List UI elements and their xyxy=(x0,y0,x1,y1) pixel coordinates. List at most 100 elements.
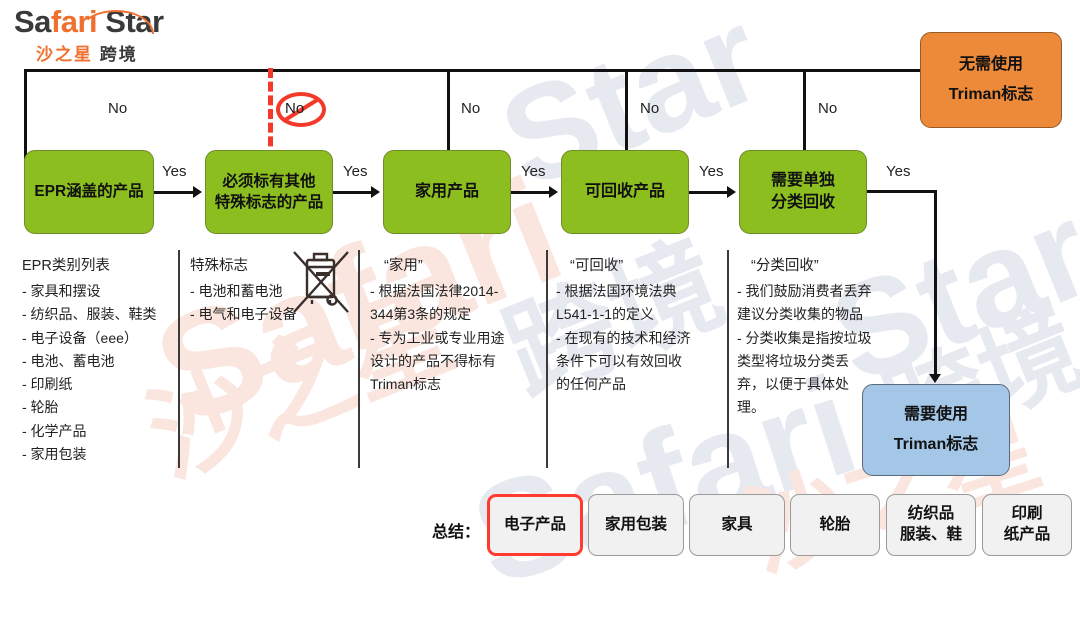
column-line: 设计的产品不得标有 xyxy=(370,352,496,369)
summary-chip-2[interactable]: 家具 xyxy=(689,494,785,556)
logo-text-sa: Sa xyxy=(14,4,51,39)
summary-chip-line1: 轮胎 xyxy=(819,515,851,533)
decision-node-separate-line2: 分类回收 xyxy=(770,194,835,211)
column-divider-3 xyxy=(546,250,548,468)
yes-path-arrowhead-icon xyxy=(929,374,941,383)
summary-chip-4[interactable]: 纺织品服装、鞋 xyxy=(886,494,976,556)
summary-chip-line1: 家用包装 xyxy=(604,515,667,533)
decision-node-epr-line1: EPR涵盖的产品 xyxy=(34,183,144,201)
logo-subtitle: 沙之星 跨境 xyxy=(14,40,164,65)
column-line: - 轮胎 xyxy=(22,399,59,416)
column-line: 的任何产品 xyxy=(556,376,626,393)
summary-chip-line2: 服装、鞋 xyxy=(899,526,962,543)
label-yes-1: Yes xyxy=(162,163,187,180)
label-yes-5: Yes xyxy=(886,163,911,180)
summary-label: 总结： xyxy=(432,524,481,541)
decision-node-recyclable-line1: 可回收产品 xyxy=(584,182,665,200)
outcome-yes-line1: 需要使用 xyxy=(903,405,968,423)
summary-chip-line2: 纸产品 xyxy=(1003,526,1051,543)
no-bus-horizontal-line xyxy=(24,69,936,72)
column-items-sorted-def: - 我们鼓励消费者丢弃建议分类收集的物品- 分类收集是指按垃圾类型将垃圾分类丢弃… xyxy=(737,281,909,419)
text-column-household-def: “家用” - 根据法国法律2014-344第3条的规定- 专为工业或专业用途设计… xyxy=(370,254,538,397)
column-divider-2 xyxy=(358,250,360,468)
label-yes-4: Yes xyxy=(699,163,724,180)
column-divider-1 xyxy=(178,250,180,468)
summary-chip-line1: 电子产品 xyxy=(503,515,566,533)
decision-node-special-line2: 特殊标志的产品 xyxy=(214,194,324,211)
summary-chip-1[interactable]: 家用包装 xyxy=(588,494,684,556)
column-line: 条件下可以有效回收 xyxy=(556,352,682,369)
text-column-special-mark: 特殊标志 - 电池和蓄电池 - 电气和电子设备 xyxy=(190,254,340,328)
column-items-special-mark: - 电池和蓄电池 - 电气和电子设备 xyxy=(190,281,340,326)
decision-node-special-line1: 必须标有其他 xyxy=(222,172,316,190)
column-line: 弃，以便于具体处 xyxy=(737,376,849,393)
text-column-epr-list: EPR类别列表 - 家具和摆设- 纺织品、服装、鞋类- 电子设备（eee）- 电… xyxy=(22,254,172,467)
column-line: 344第3条的规定 xyxy=(370,306,472,323)
column-divider-4 xyxy=(727,250,729,468)
logo-sub-orange: 沙之星 xyxy=(36,44,93,64)
yes-arrow-special-to-household xyxy=(333,191,375,194)
column-heading-sorted-def: “分类回收” xyxy=(751,258,819,274)
decision-node-household[interactable]: 家用产品 xyxy=(383,150,511,234)
flowchart-canvas: SafariStar沙之星跨境Safari沙之星Star跨境 Safari St… xyxy=(14,0,1080,615)
yes-arrowhead-1-icon xyxy=(193,186,202,198)
yes-arrowhead-3-icon xyxy=(549,186,558,198)
column-line: - 根据法国法律2014- xyxy=(370,283,499,299)
no-leg-separate xyxy=(803,69,806,159)
yes-arrow-recyclable-to-separate xyxy=(689,191,731,194)
blocked-no-leg-dashed xyxy=(268,68,273,160)
outcome-node-requires-triman[interactable]: 需要使用 Triman标志 xyxy=(862,384,1010,476)
text-column-sorted-def: “分类回收” - 我们鼓励消费者丢弃建议分类收集的物品- 分类收集是指按垃圾类型… xyxy=(737,254,909,421)
column-line: - 纺织品、服装、鞋类 xyxy=(22,306,157,323)
label-no-epr: No xyxy=(108,100,128,117)
summary-chip-line1: 纺织品 xyxy=(907,505,955,523)
column-line: 理。 xyxy=(737,399,765,416)
label-no-special-blocked: No xyxy=(285,100,305,117)
column-line: 建议分类收集的物品 xyxy=(737,306,863,323)
yes-path-separate-horizontal xyxy=(867,190,937,193)
decision-node-special-marking[interactable]: 必须标有其他 特殊标志的产品 xyxy=(205,150,333,234)
yes-arrow-epr-to-special xyxy=(154,191,197,194)
summary-chip-0[interactable]: 电子产品 xyxy=(487,494,583,556)
decision-node-separate-collection[interactable]: 需要单独 分类回收 xyxy=(739,150,867,234)
column-line: - 在现有的技术和经济 xyxy=(556,329,691,346)
column-line: - 家用包装 xyxy=(22,445,87,462)
brand-logo: Safari Star 沙之星 跨境 xyxy=(14,4,164,65)
column-line: - 专为工业或专业用途 xyxy=(370,329,505,346)
column-heading-special-mark: 特殊标志 xyxy=(190,258,248,274)
decision-node-recyclable[interactable]: 可回收产品 xyxy=(561,150,689,234)
column-line: - 电子设备（eee） xyxy=(22,329,138,346)
column-line: - 电气和电子设备 xyxy=(190,306,297,323)
yes-path-separate-vertical xyxy=(934,190,937,375)
yes-arrow-household-to-recyclable xyxy=(511,191,553,194)
label-no-household: No xyxy=(461,100,481,117)
yes-arrowhead-2-icon xyxy=(371,186,380,198)
label-no-separate: No xyxy=(818,100,838,117)
prohibition-circle-icon xyxy=(276,92,326,127)
outcome-yes-line2: Triman标志 xyxy=(893,436,979,453)
column-line: L541-1-1的定义 xyxy=(556,306,655,323)
summary-chip-5[interactable]: 印刷纸产品 xyxy=(982,494,1072,556)
column-line: - 化学产品 xyxy=(22,422,87,439)
no-leg-epr xyxy=(24,69,27,159)
column-heading-epr-list: EPR类别列表 xyxy=(22,258,110,274)
decision-node-household-line1: 家用产品 xyxy=(414,182,479,200)
column-line: - 家具和摆设 xyxy=(22,283,101,299)
label-no-recyclable: No xyxy=(640,100,660,117)
column-line: 类型将垃圾分类丢 xyxy=(737,352,849,369)
no-leg-recyclable xyxy=(625,69,628,159)
column-line: - 根据法国环境法典 xyxy=(556,283,677,299)
outcome-no-line2: Triman标志 xyxy=(948,86,1034,103)
outcome-no-line1: 无需使用 xyxy=(958,55,1023,73)
outcome-node-no-triman[interactable]: 无需使用 Triman标志 xyxy=(920,32,1062,128)
label-yes-2: Yes xyxy=(343,163,368,180)
column-line: - 分类收集是指按垃圾 xyxy=(737,329,872,346)
column-line: Triman标志 xyxy=(370,376,442,393)
decision-node-epr[interactable]: EPR涵盖的产品 xyxy=(24,150,154,234)
summary-chip-3[interactable]: 轮胎 xyxy=(790,494,880,556)
logo-sub-dark: 跨境 xyxy=(99,44,138,64)
column-heading-recyclable-def: “可回收” xyxy=(570,258,624,274)
no-leg-household xyxy=(447,69,450,159)
column-line: - 电池和蓄电池 xyxy=(190,283,283,299)
crossed-out-wheelie-bin-icon xyxy=(293,251,349,313)
